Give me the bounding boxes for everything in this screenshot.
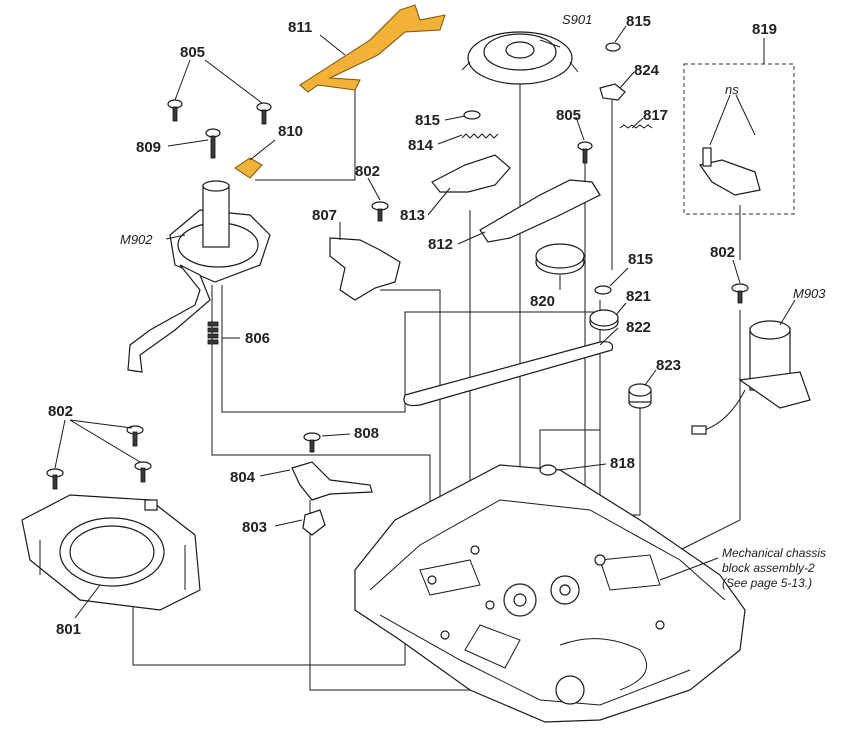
part-805-809-screws [167,99,272,159]
label-806: 806 [245,330,270,347]
part-802-screw-middle [371,201,389,222]
part-806-spring [207,321,219,345]
part-807-bracket [329,237,401,301]
label-814: 814 [408,137,434,154]
label-801: 801 [56,621,81,638]
label-m903: M903 [793,286,826,301]
label-810: 810 [278,123,303,140]
part-810-holder [234,157,263,179]
label-802c: 802 [710,244,735,261]
part-m902-motor [127,180,271,373]
label-802b: 802 [355,163,380,180]
part-814-spring [461,133,499,139]
part-820-gear [535,243,585,275]
part-labels: 805 811 809 810 M902 806 802 801 802 807… [48,12,826,638]
label-820: 820 [530,293,555,310]
part-803-gear [302,509,326,536]
part-802-screws-left [46,425,152,490]
label-812: 812 [428,236,453,253]
label-807: 807 [312,207,337,224]
label-803: 803 [242,519,267,536]
part-808-screw [303,432,321,453]
part-817-spring [619,124,653,129]
note-line-1: Mechanical chassis [722,546,826,560]
label-824: 824 [634,62,660,79]
part-805-screw-middle [577,141,593,164]
part-818-nut [539,464,557,476]
part-813-arm [431,154,511,193]
label-805b: 805 [556,107,581,124]
mechanical-chassis-block [354,464,746,723]
label-822: 822 [626,319,651,336]
part-812-slider [479,179,601,243]
label-804: 804 [230,469,256,486]
part-802-screw-right [731,283,749,304]
part-819-inset [683,63,795,215]
part-822-belt [403,341,614,407]
part-815-washers [463,42,621,295]
label-817: 817 [643,107,668,124]
label-809: 809 [136,139,161,156]
label-m902: M902 [120,232,153,247]
part-804-lever [291,461,373,501]
part-824-gear [599,83,626,101]
note-line-3: (See page 5-13.) [722,576,812,590]
label-813: 813 [400,207,425,224]
leader-lines [54,25,796,619]
label-s901: S901 [562,12,592,27]
label-ns: ns [725,82,739,97]
label-805a: 805 [180,44,205,61]
label-818: 818 [610,455,635,472]
label-802a: 802 [48,403,73,420]
part-s901-switch [461,31,579,85]
note-line-2: block assembly-2 [722,561,815,575]
part-811-flex-cable [299,4,446,93]
part-m903-motor [691,320,811,435]
label-808: 808 [354,425,379,442]
label-815b: 815 [626,13,651,30]
label-815c: 815 [628,251,653,268]
label-815a: 815 [415,112,440,129]
part-821-pulley [589,309,619,331]
chassis-reference-note: Mechanical chassis block assembly-2 (See… [722,546,826,590]
label-819: 819 [752,21,777,38]
part-801-frame [21,494,201,611]
part-823-gear [628,383,652,409]
label-823: 823 [656,357,681,374]
label-811: 811 [288,19,312,36]
label-821: 821 [626,288,651,305]
